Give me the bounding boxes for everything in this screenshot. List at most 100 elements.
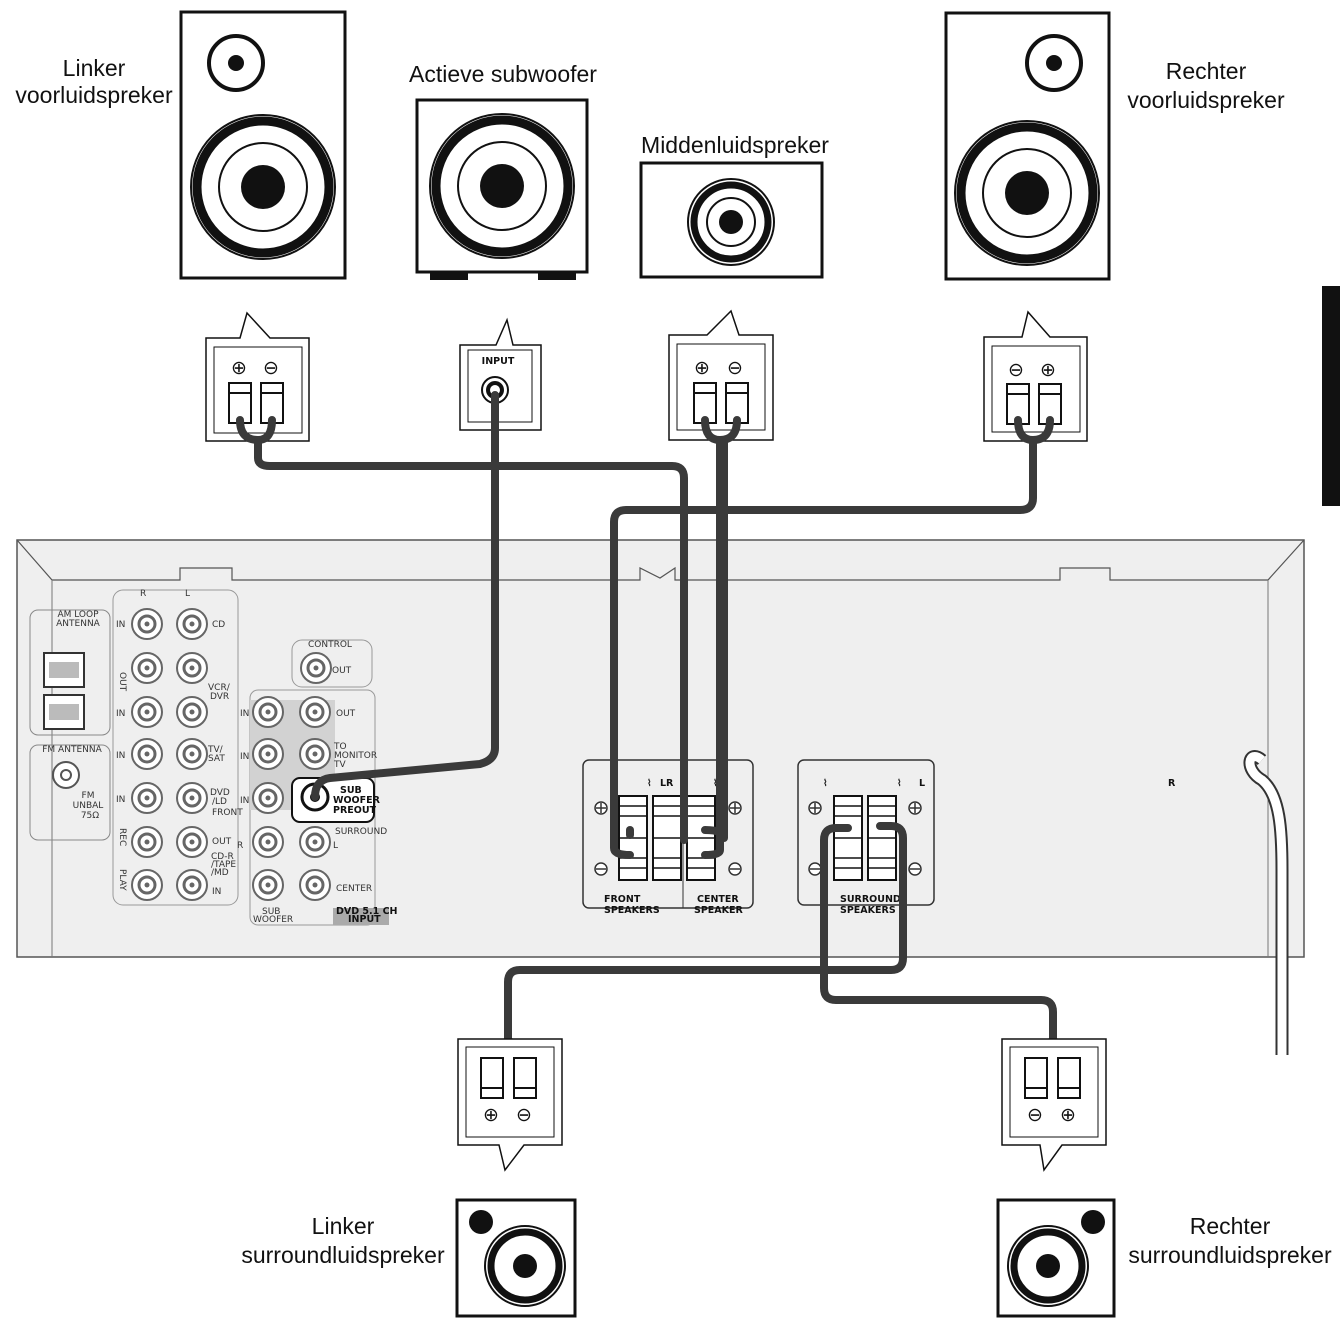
am-antenna-label-line2: ANTENNA — [56, 619, 101, 629]
tv-in-label: IN — [240, 752, 249, 762]
vcr-dvr-line2: DVR — [210, 692, 229, 702]
jack-in-label: IN — [116, 709, 125, 719]
rca-jack — [131, 782, 163, 814]
front-right-speaker — [944, 11, 1111, 281]
surround-right-label-line2: surroundluidspreker — [1128, 1242, 1332, 1268]
rca-jack — [131, 652, 163, 684]
surround-speakers-line1: SURROUND — [840, 894, 901, 905]
rca-jack — [252, 782, 284, 814]
am-antenna-label-line1: AM LOOP — [57, 610, 99, 620]
fm-unbal-line1: FM — [82, 791, 95, 801]
center-jack-label: CENTER — [336, 884, 372, 894]
surround-left-label-line1: Linker — [312, 1213, 375, 1239]
control-out-label: OUT — [332, 666, 352, 676]
rec-vertical-label: REC — [117, 828, 127, 846]
plus-symbol: ⊕ — [231, 358, 247, 379]
r-mark: R — [1168, 778, 1176, 789]
video-out-label: OUT — [336, 709, 356, 719]
rca-jack-grid — [131, 608, 332, 901]
plus-symbol: ⊕ — [483, 1105, 499, 1126]
col-l-label: L — [185, 589, 190, 599]
rca-jack — [252, 696, 284, 728]
surround-right-terminal: ⊖ ⊕ — [1001, 1038, 1107, 1172]
front-center-speaker-terminals: ⌇ ⌇ LR ⌇ FRONT SPEAKERS CENTER SPEAKER — [582, 759, 754, 916]
sub-preout-line1: SUB — [340, 785, 362, 796]
rca-jack — [299, 869, 331, 901]
lr-mark: LR — [660, 778, 674, 789]
front-right-label-line2: voorluidspreker — [1127, 87, 1285, 113]
cd-label: CD — [212, 620, 225, 630]
minus-symbol: ⊖ — [1008, 360, 1024, 381]
front-left-terminal: ⊕ ⊖ — [205, 311, 310, 442]
fm-antenna-label: FM ANTENNA — [42, 745, 102, 755]
surround-left-speaker — [455, 1198, 577, 1318]
rca-jack — [176, 696, 208, 728]
subwoofer-label: Actieve subwoofer — [409, 61, 597, 87]
receiver-back-panel — [16, 539, 1305, 958]
dvd-ld-line1: DVD — [210, 788, 230, 798]
rca-jack — [176, 826, 208, 858]
rca-jack — [176, 608, 208, 640]
fm-unbal-line3: 75Ω — [81, 811, 99, 821]
subwoofer-input-terminal: INPUT — [459, 317, 542, 431]
to-monitor-line3: TV — [333, 760, 346, 770]
dvd-in-label: IN — [240, 796, 249, 806]
center-speaker — [639, 161, 824, 279]
plus-symbol: ⊕ — [694, 358, 710, 379]
surround-right-label-line1: Rechter — [1190, 1213, 1271, 1239]
jack-in-label: IN — [116, 795, 125, 805]
rca-jack — [131, 608, 163, 640]
surround-speakers-line2: SPEAKERS — [840, 905, 896, 916]
play-vertical-label: PLAY — [117, 869, 127, 891]
plus-symbol: ⊕ — [1060, 1105, 1076, 1126]
vcr-dvr-line1: VCR/ — [208, 683, 231, 693]
svg-text:⌇: ⌇ — [647, 778, 652, 789]
dvd-ld-line2: /LD — [212, 797, 227, 807]
col-r-label: R — [140, 589, 146, 599]
rca-jack — [176, 738, 208, 770]
rca-jack — [299, 738, 331, 770]
input-jack-panel: AM LOOP ANTENNA FM ANTENNA FM UNBAL 75Ω … — [29, 589, 398, 926]
surround-l-label: L — [333, 841, 338, 851]
sub-woofer-jack-line2: WOOFER — [253, 915, 293, 925]
front-right-label-line1: Rechter — [1166, 58, 1247, 84]
front-speakers-line2: SPEAKERS — [604, 905, 660, 916]
multi-r-label: R — [237, 841, 243, 851]
front-left-label-line2: voorluidspreker — [15, 82, 173, 108]
cdr-line2: /TAPE — [211, 860, 236, 870]
front-left-speaker — [179, 10, 347, 280]
l-mark: L — [919, 778, 925, 789]
rec-out-label: OUT — [212, 837, 232, 847]
subwoofer-input-label: INPUT — [482, 356, 515, 367]
rca-jack — [299, 696, 331, 728]
sub-woofer-jack-line1: SUB — [262, 907, 280, 917]
surround-right-speaker — [996, 1198, 1116, 1318]
rca-jack — [131, 696, 163, 728]
rca-jack — [131, 738, 163, 770]
center-terminal: ⊕ ⊖ — [668, 309, 774, 441]
power-cord — [1243, 750, 1289, 1055]
surround-left-terminal: ⊕ ⊖ — [457, 1038, 563, 1172]
minus-symbol: ⊖ — [1027, 1105, 1043, 1126]
surround-label: SURROUND — [335, 827, 387, 837]
jack-in-label: IN — [116, 620, 125, 630]
rca-jack — [252, 826, 284, 858]
cdr-line3: /MD — [211, 868, 229, 878]
fm-unbal-line2: UNBAL — [73, 801, 104, 811]
sub-preout-line3: PREOUT — [333, 805, 377, 816]
rca-jack — [300, 652, 332, 684]
tv-sat-line2: SAT — [208, 754, 225, 764]
to-monitor-line2: MONITOR — [334, 751, 377, 761]
jack-in-label: IN — [116, 751, 125, 761]
subwoofer-speaker — [415, 98, 589, 280]
sub-preout-line2: WOOFER — [333, 795, 381, 806]
rca-jack — [176, 782, 208, 814]
svg-text:⌇: ⌇ — [823, 778, 828, 789]
control-label: CONTROL — [308, 640, 352, 650]
minus-symbol: ⊖ — [516, 1105, 532, 1126]
rca-jack — [252, 738, 284, 770]
rca-jack — [176, 869, 208, 901]
video-in-label: IN — [240, 709, 249, 719]
minus-symbol: ⊖ — [263, 358, 279, 379]
